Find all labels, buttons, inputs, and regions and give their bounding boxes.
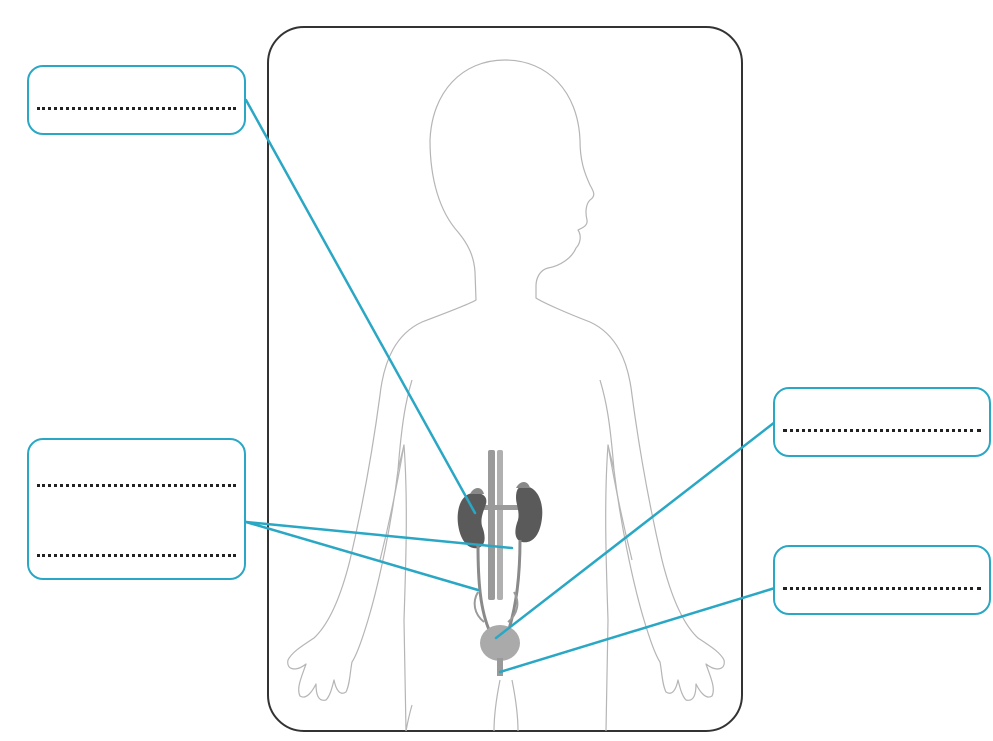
answer-blank[interactable] [783,587,981,590]
diagram-frame [267,26,743,732]
urethra [497,658,503,676]
leader-line-middle-left-b [244,520,480,592]
label-box-right-lower[interactable] [773,545,991,615]
label-box-right-upper[interactable] [773,387,991,457]
ureter-left [476,544,492,633]
answer-blank[interactable] [37,554,236,557]
bladder [480,625,520,661]
kidney-right [515,486,543,543]
leader-line-right-lower [498,586,777,674]
leader-line-middle-left-a [244,520,514,550]
aorta [488,450,495,600]
leader-line-top-left [244,98,477,515]
answer-blank[interactable] [37,484,236,487]
leader-line-right-upper [494,420,777,640]
label-box-top-left[interactable] [27,65,246,135]
urinary-organs [457,450,543,676]
ureter-right [506,539,522,633]
kidney-left [457,492,487,549]
leader-lines [244,98,777,674]
label-box-middle-left[interactable] [27,438,246,580]
answer-blank[interactable] [37,107,236,110]
answer-blank[interactable] [783,429,981,432]
body-outline [287,59,725,732]
vena-cava [497,450,503,600]
